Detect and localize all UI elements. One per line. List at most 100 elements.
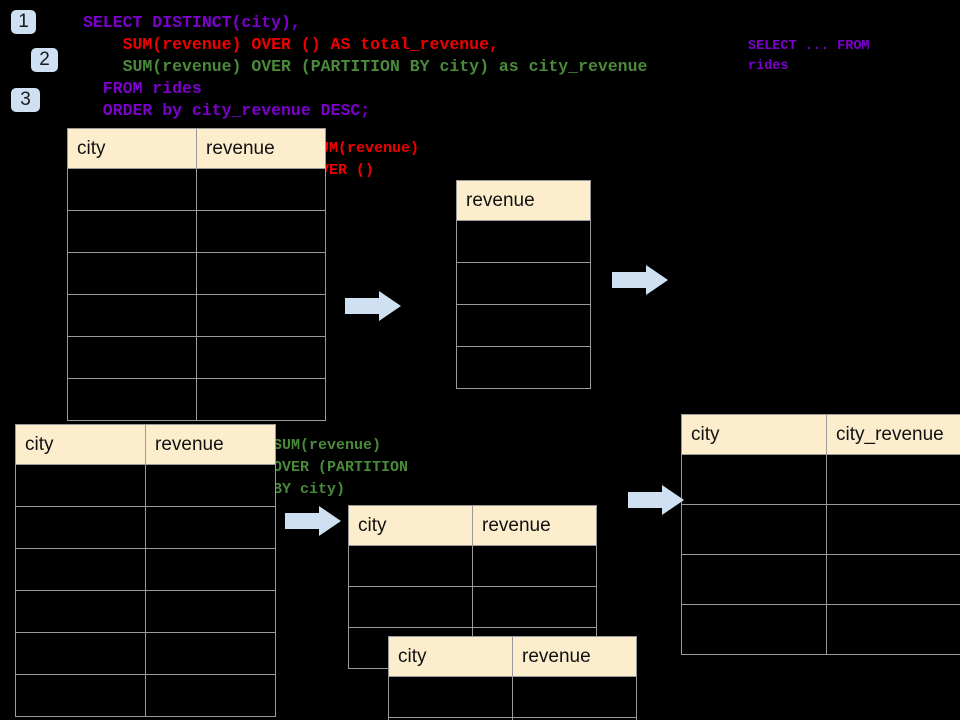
table-row	[67, 336, 326, 379]
cell-revenue	[196, 378, 326, 421]
cell-revenue	[196, 294, 326, 337]
column-header-city: city	[681, 414, 827, 455]
cell-city	[67, 210, 197, 253]
table-row	[456, 262, 591, 305]
cell-city	[67, 168, 197, 211]
table-row	[456, 220, 591, 263]
cell-revenue	[196, 168, 326, 211]
table-row	[681, 504, 960, 555]
table-header-row: city revenue	[388, 636, 637, 677]
column-header-revenue: revenue	[196, 128, 326, 169]
cell-city	[681, 554, 827, 605]
table-row	[15, 464, 276, 507]
cell-city-revenue	[826, 604, 960, 655]
cell-revenue	[456, 262, 591, 305]
cell-revenue	[145, 506, 276, 549]
column-header-city: city	[388, 636, 513, 677]
cell-city	[67, 294, 197, 337]
table-row	[388, 676, 637, 718]
cell-revenue	[472, 545, 597, 587]
table-row	[388, 717, 637, 720]
column-header-revenue: revenue	[472, 505, 597, 546]
partition-group-front-table: city revenue	[388, 636, 637, 720]
table-row	[67, 294, 326, 337]
cell-city	[67, 252, 197, 295]
cell-city	[67, 378, 197, 421]
cell-city	[15, 632, 146, 675]
table-row	[67, 168, 326, 211]
rides-source-table: city revenue	[67, 128, 326, 421]
annotation-partition-by-city: SUM(revenue) OVER (PARTITION BY city)	[273, 437, 409, 498]
cell-city	[681, 504, 827, 555]
cell-revenue	[512, 717, 637, 720]
table-row	[681, 554, 960, 605]
column-header-city-revenue: city_revenue	[826, 414, 960, 455]
table-row	[681, 454, 960, 505]
cell-city	[15, 506, 146, 549]
table-row	[67, 378, 326, 421]
total-revenue-table: revenue	[456, 180, 591, 389]
table-row	[15, 548, 276, 591]
cell-revenue	[145, 464, 276, 507]
cell-city	[348, 545, 473, 587]
sql-line-from: FROM rides	[83, 79, 202, 98]
sql-query-block: SELECT DISTINCT(city), SUM(revenue) OVER…	[83, 12, 647, 122]
cell-revenue	[456, 304, 591, 347]
cell-city	[681, 454, 827, 505]
step-badge-2: 2	[31, 48, 58, 72]
table-row	[67, 210, 326, 253]
sql-line-total-revenue: SUM(revenue) OVER () AS total_revenue,	[83, 35, 499, 54]
cell-city	[67, 336, 197, 379]
table-row	[681, 604, 960, 655]
table-row	[348, 586, 597, 628]
rides-source-table-2: city revenue	[15, 424, 276, 717]
cell-revenue	[145, 548, 276, 591]
right-arrow-icon	[628, 485, 684, 515]
table-row	[15, 590, 276, 633]
table-row	[67, 252, 326, 295]
cell-revenue	[145, 590, 276, 633]
cell-city-revenue	[826, 504, 960, 555]
sql-line-order-by: ORDER by city_revenue DESC;	[83, 101, 371, 120]
cell-city	[15, 548, 146, 591]
table-header-row: city city_revenue	[681, 414, 960, 455]
column-header-city: city	[15, 424, 146, 465]
cell-revenue	[145, 632, 276, 675]
cell-city	[388, 676, 513, 718]
step-badge-3: 3	[11, 88, 40, 112]
table-row	[15, 674, 276, 717]
table-header-row: city revenue	[15, 424, 276, 465]
column-header-revenue: revenue	[456, 180, 591, 221]
cell-city-revenue	[826, 554, 960, 605]
cell-revenue	[456, 346, 591, 389]
cell-revenue	[512, 676, 637, 718]
cell-revenue	[456, 220, 591, 263]
cell-city	[15, 590, 146, 633]
table-row	[348, 545, 597, 587]
cell-revenue	[196, 252, 326, 295]
cell-revenue	[196, 336, 326, 379]
cell-city	[681, 604, 827, 655]
right-arrow-icon	[285, 506, 341, 536]
cell-revenue	[145, 674, 276, 717]
cell-revenue	[472, 586, 597, 628]
right-arrow-icon	[345, 291, 401, 321]
annotation-over-all: SUM(revenue) OVER ()	[311, 140, 420, 179]
table-row	[456, 346, 591, 389]
column-header-revenue: revenue	[512, 636, 637, 677]
cell-city	[15, 464, 146, 507]
result-table: city city_revenue	[681, 414, 960, 655]
cell-revenue	[196, 210, 326, 253]
right-arrow-icon	[612, 265, 668, 295]
column-header-city: city	[67, 128, 197, 169]
table-row	[15, 506, 276, 549]
step-badge-1: 1	[11, 10, 36, 34]
cell-city	[15, 674, 146, 717]
table-header-row: city revenue	[348, 505, 597, 546]
column-header-city: city	[348, 505, 473, 546]
table-header-row: revenue	[456, 180, 591, 221]
table-row	[456, 304, 591, 347]
cell-city	[348, 586, 473, 628]
column-header-revenue: revenue	[145, 424, 276, 465]
